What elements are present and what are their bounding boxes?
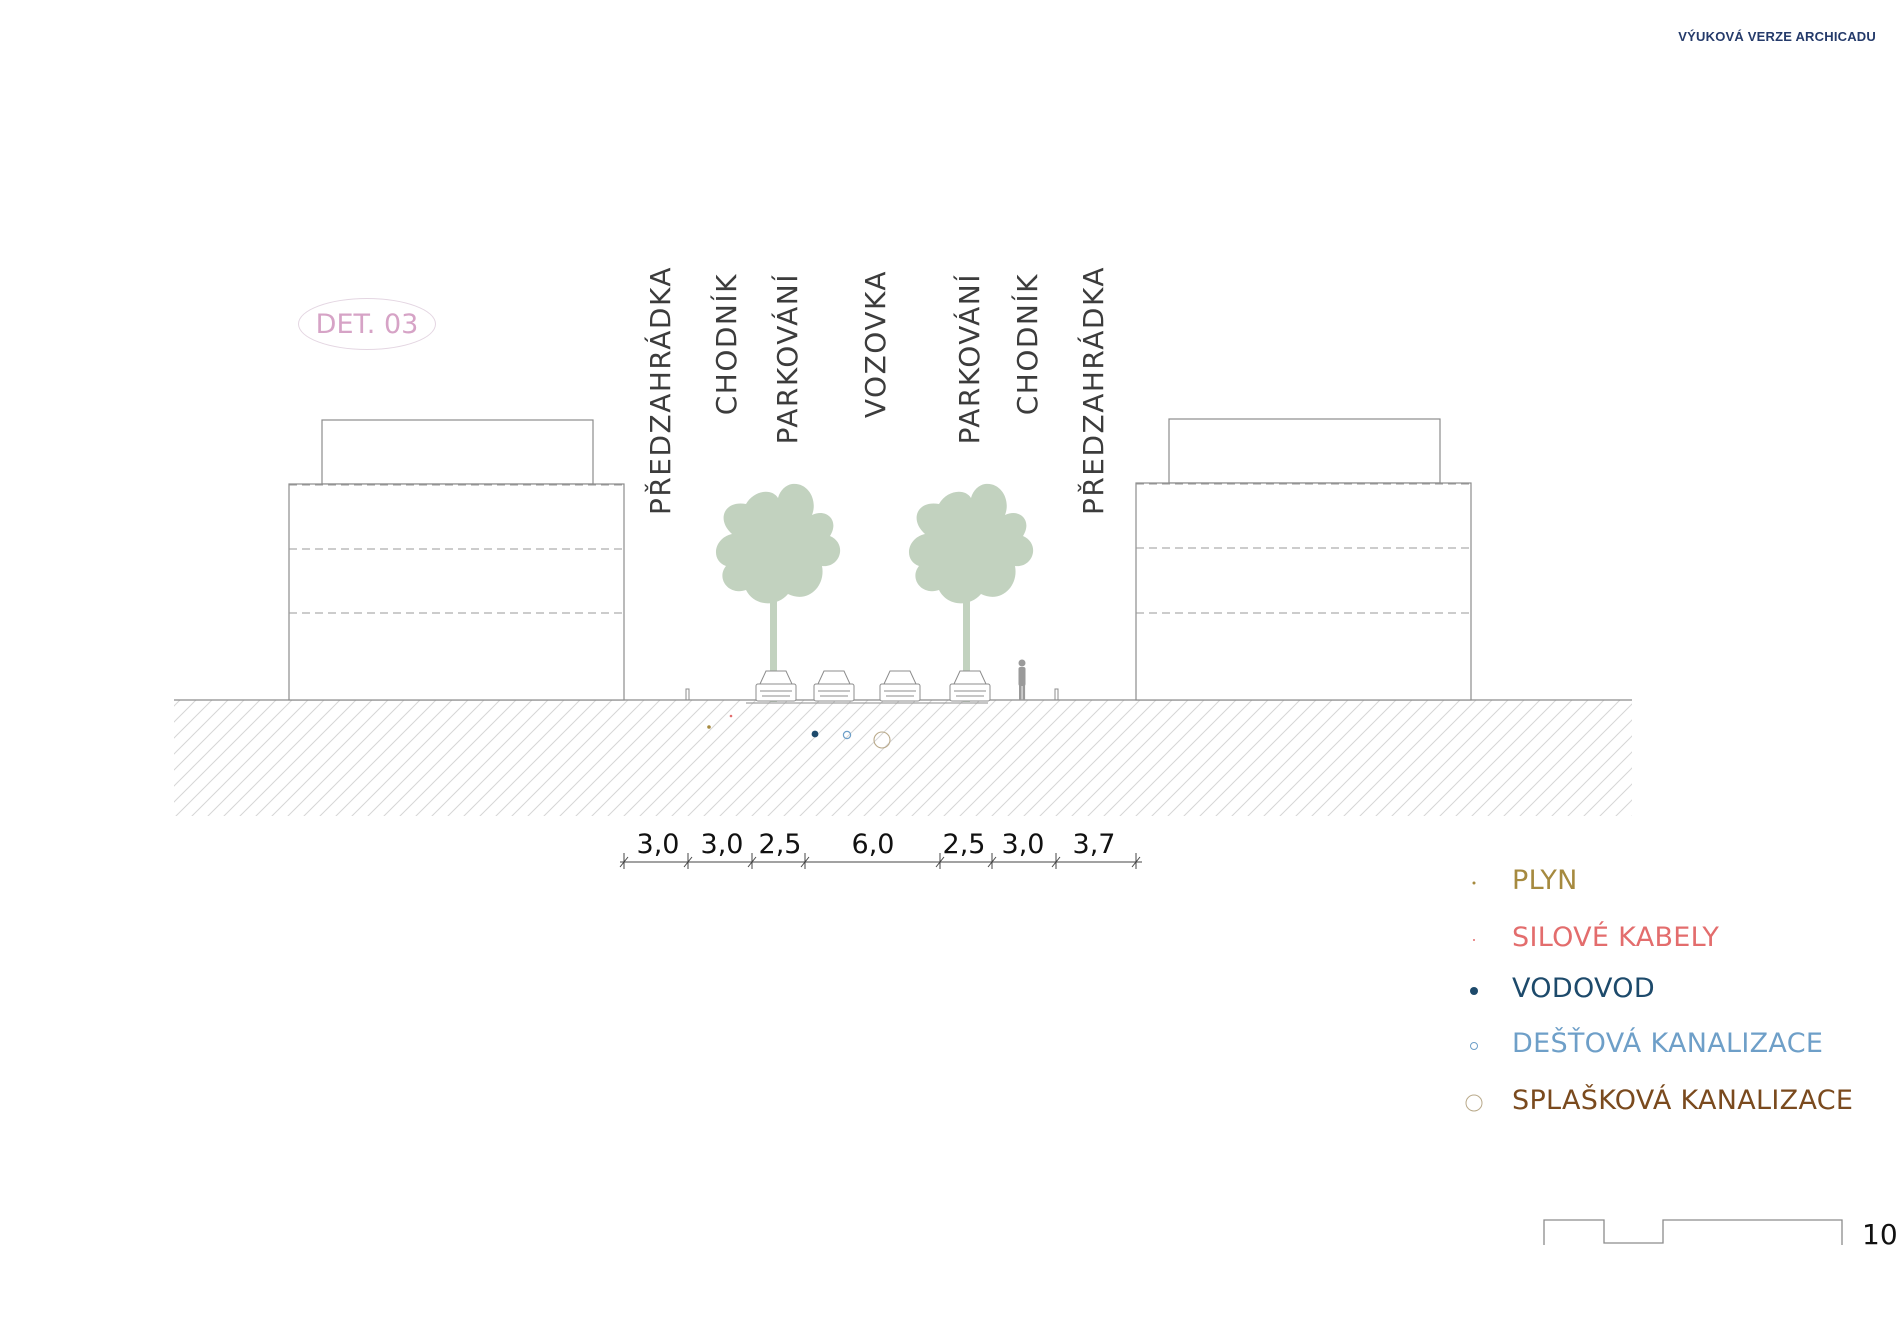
post-right: [1054, 688, 1059, 701]
zone-label-parkovani-right: PARKOVÁNÍ: [953, 272, 986, 444]
building-left: [288, 419, 625, 701]
utility-power-cables: [729, 714, 733, 718]
utility-waste-sewer: [873, 731, 891, 749]
detail-label: DET. 03: [298, 298, 436, 350]
dimension-line: [619, 853, 1142, 869]
car-4: [949, 670, 991, 702]
legend-marker-storm-sewer: [1470, 1042, 1478, 1050]
zone-label-parkovani-left: PARKOVÁNÍ: [771, 272, 804, 444]
scale-bar: [1543, 1219, 1843, 1245]
legend-label-water: VODOVOD: [1512, 973, 1655, 1004]
zone-label-predzahradka-left: PŘEDZAHRÁDKA: [644, 265, 677, 515]
legend-marker-gas: [1472, 881, 1476, 885]
legend-marker-water: [1470, 987, 1478, 995]
post-left: [685, 688, 690, 701]
car-1: [755, 670, 797, 702]
car-2: [813, 670, 855, 702]
ground-hatch: [174, 700, 1632, 816]
dimension-value: 6,0: [851, 829, 895, 860]
dimension-value: 3,0: [636, 829, 680, 860]
dimension-value: 2,5: [758, 829, 802, 860]
page-number: 10: [1862, 1218, 1898, 1251]
legend-marker-power-cables: [1473, 939, 1475, 941]
utility-storm-sewer: [842, 730, 852, 740]
zone-label-chodnik-left: CHODNÍK: [710, 272, 743, 415]
zone-label-vozovka: VOZOVKA: [859, 269, 892, 418]
legend-label-gas: PLYN: [1512, 865, 1578, 896]
zone-label-chodnik-right: CHODNÍK: [1011, 272, 1044, 415]
dimension-value: 2,5: [942, 829, 986, 860]
tree-right: [908, 483, 1034, 702]
pedestrian-figure: [1018, 659, 1026, 700]
building-right: [1135, 418, 1472, 701]
legend-marker-waste-sewer: [1465, 1094, 1483, 1112]
legend-label-waste-sewer: SPLAŠKOVÁ KANALIZACE: [1512, 1085, 1854, 1116]
dimension-value: 3,0: [700, 829, 744, 860]
utility-water: [811, 730, 819, 738]
dimension-value: 3,7: [1072, 829, 1116, 860]
detail-label-text: DET. 03: [315, 308, 419, 340]
legend-label-storm-sewer: DEŠŤOVÁ KANALIZACE: [1512, 1028, 1824, 1059]
zone-label-predzahradka-right: PŘEDZAHRÁDKA: [1077, 265, 1110, 515]
tree-left: [715, 483, 841, 702]
utility-gas: [707, 725, 711, 729]
watermark-text: VÝUKOVÁ VERZE ARCHICADU: [1678, 29, 1876, 44]
dimension-value: 3,0: [1001, 829, 1045, 860]
car-3: [879, 670, 921, 702]
legend-label-power-cables: SILOVÉ KABELY: [1512, 922, 1720, 953]
